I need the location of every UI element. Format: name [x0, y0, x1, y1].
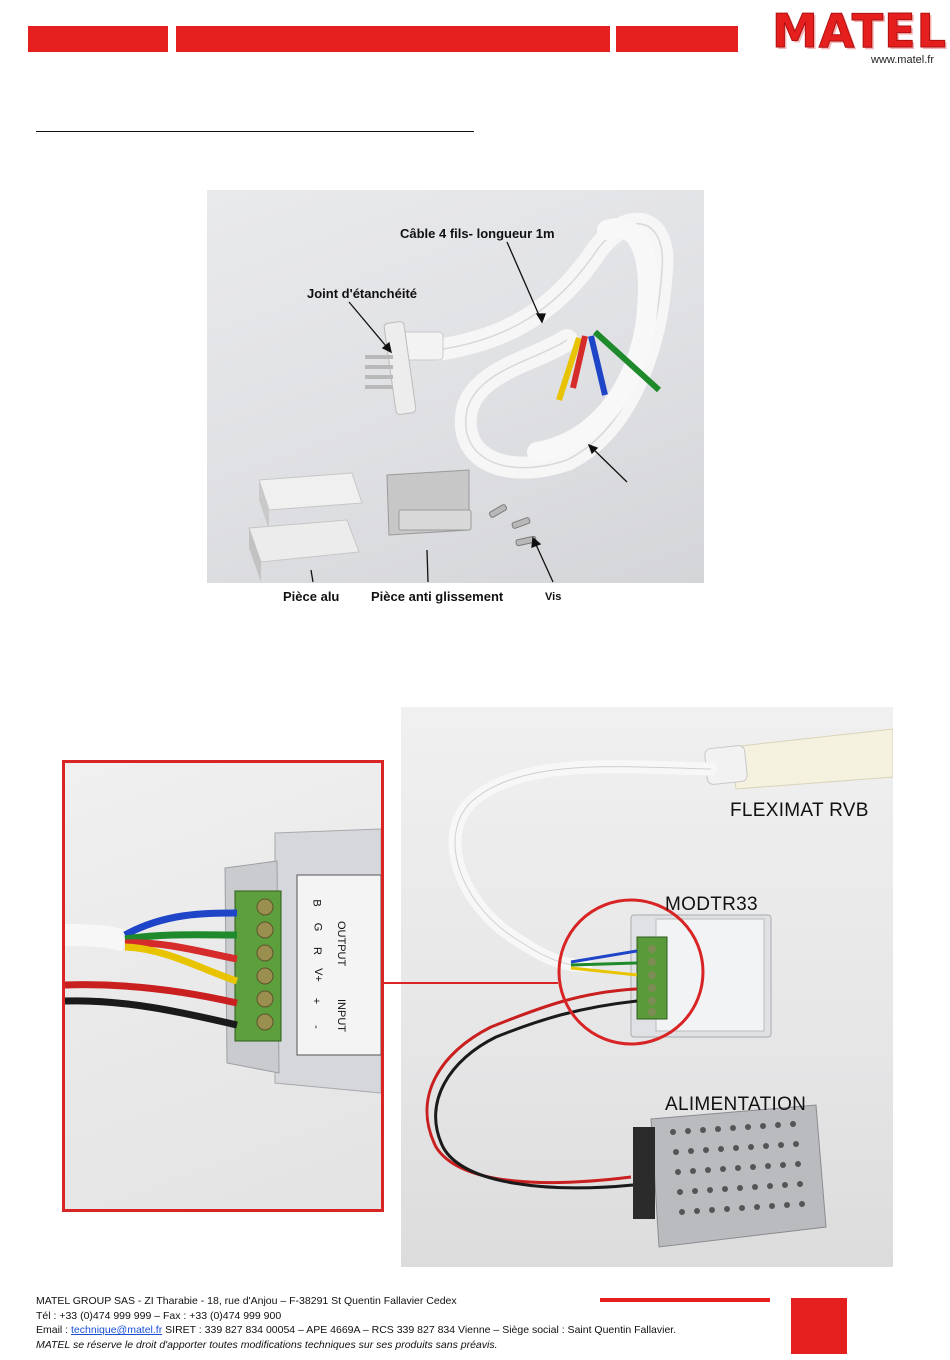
footer-email-prefix: Email :: [36, 1324, 72, 1337]
wiring-photo: FLEXIMAT RVB MODTR33 ALIMENTATION: [401, 707, 893, 1267]
pin-g: G: [311, 922, 324, 932]
footer: MATEL GROUP SAS - ZI Tharabie - 18, rue …: [36, 1294, 776, 1352]
footer-line: [600, 1298, 770, 1302]
pin-v-plus: V+: [311, 968, 324, 982]
section-rule: [36, 131, 474, 132]
pin-minus: -: [309, 1025, 322, 1029]
zoom-connector-line: [380, 982, 558, 984]
input-header: INPUT: [335, 999, 347, 1032]
footer-address: MATEL GROUP SAS - ZI Tharabie - 18, rue …: [36, 1295, 457, 1307]
footer-legal: Email : technique@matel.fr SIRET : 339 8…: [36, 1323, 776, 1338]
output-header: OUTPUT: [335, 921, 347, 967]
logo-url: www.matel.fr: [871, 54, 934, 66]
matel-logo: MATEL www.matel.fr: [772, 4, 947, 68]
header-bar-2: [176, 26, 610, 52]
wiring-illustration: [425, 728, 893, 1248]
zoom-frame: OUTPUT INPUT B G R V+ + -: [62, 760, 384, 1212]
label-vis: Vis: [545, 591, 562, 603]
pin-b: B: [310, 899, 323, 907]
footer-phone: Tél : +33 (0)474 999 999 – Fax : +33 (0)…: [36, 1309, 282, 1322]
label-alu: Pièce alu: [283, 589, 340, 604]
footer-disclaimer: MATEL se réserve le droit d'apporter tou…: [36, 1338, 498, 1351]
footer-email-link[interactable]: technique@matel.fr: [71, 1324, 163, 1337]
label-joint: Joint d'étanchéité: [307, 286, 417, 301]
label-fleximat: FLEXIMAT RVB: [730, 800, 869, 821]
header-bar-3: [616, 26, 738, 52]
footer-legal-rest: SIRET : 339 827 834 00054 – APE 4669A – …: [162, 1324, 677, 1337]
kit-photo: Câble 4 fils- longueur 1m Joint d'étanch…: [207, 190, 704, 583]
label-alimentation: ALIMENTATION: [665, 1094, 807, 1115]
terminal-closeup: [65, 828, 381, 1094]
pin-plus: +: [310, 997, 323, 1005]
label-modtr33: MODTR33: [665, 894, 758, 915]
pin-r: R: [310, 947, 323, 955]
label-cable: Câble 4 fils- longueur 1m: [400, 226, 555, 241]
label-anti-glissement: Pièce anti glissement: [371, 589, 504, 604]
kit-illustration: [248, 212, 674, 583]
footer-block: [791, 1298, 847, 1354]
terminal-labels: OUTPUT INPUT B G R V+ + -: [301, 881, 379, 1049]
logo-text: MATEL: [772, 4, 947, 58]
header-bar-1: [28, 26, 168, 52]
